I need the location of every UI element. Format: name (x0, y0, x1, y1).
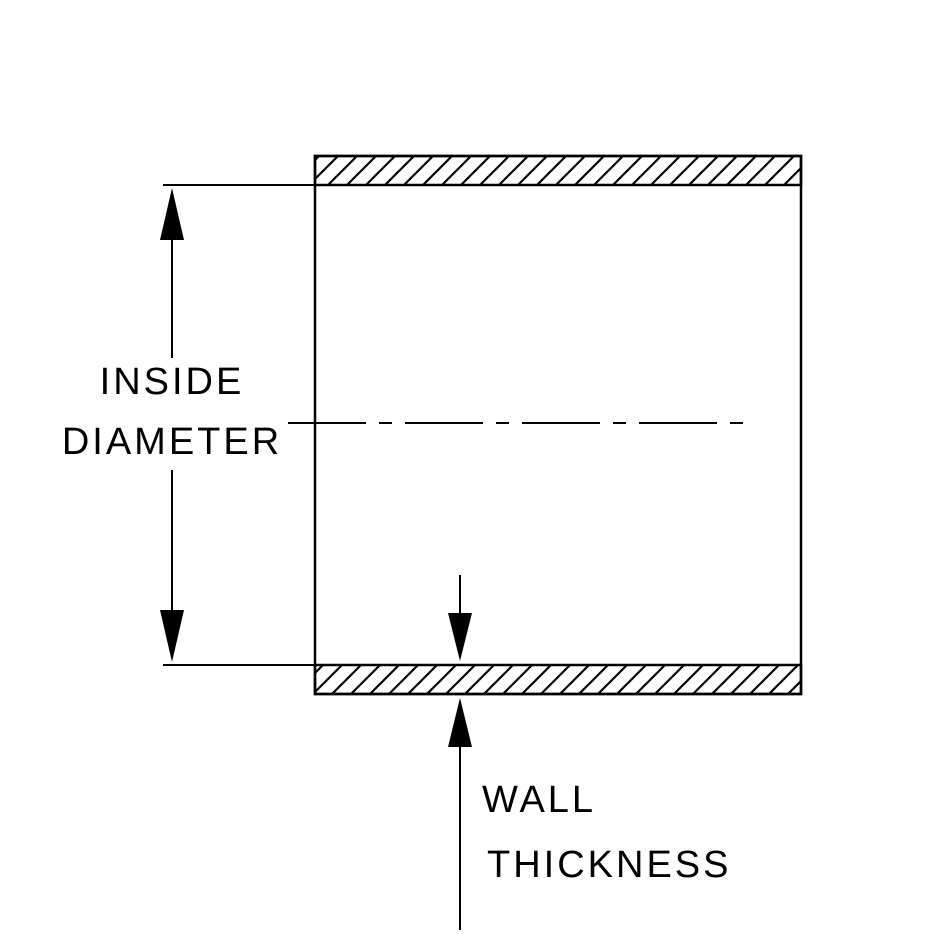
bottom-wall-hatch (313, 663, 803, 696)
inside-diameter-label-line1: INSIDE (100, 361, 245, 403)
top-wall-hatch (313, 154, 803, 187)
wall-thickness-label-line2: THICKNESS (487, 844, 731, 886)
arrowhead-down-icon (160, 610, 184, 662)
wall-arrowhead-up-icon (448, 698, 472, 747)
wall-arrowhead-down-icon (448, 613, 472, 661)
arrowhead-up-icon (160, 188, 184, 240)
wall-thickness-label-line1: WALL (482, 779, 596, 821)
inside-diameter-label-line2: DIAMETER (62, 421, 282, 463)
tube-body-outline (313, 154, 803, 696)
